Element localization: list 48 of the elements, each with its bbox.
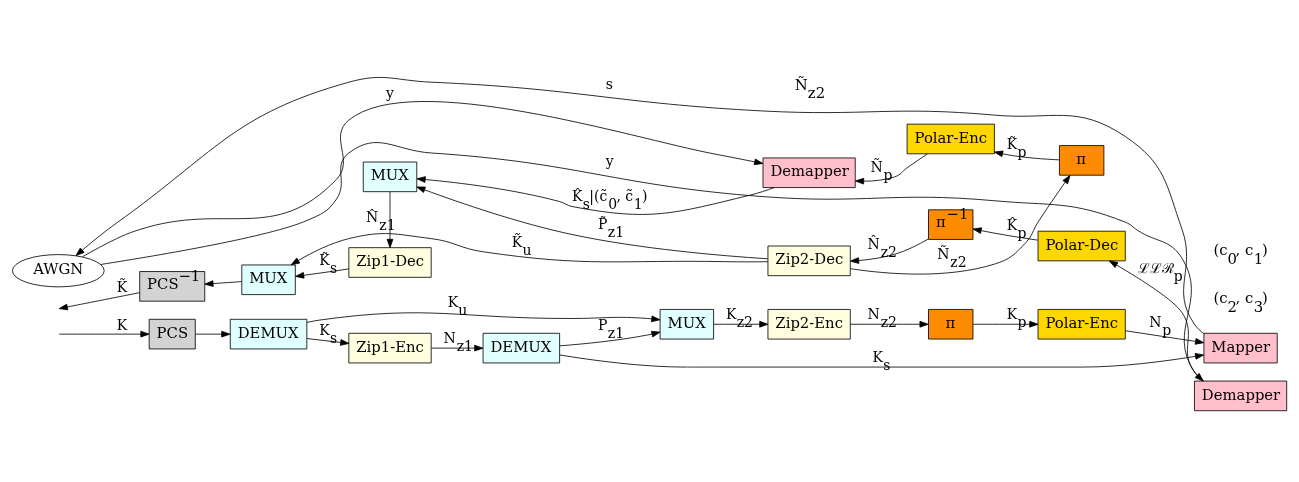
arrow	[850, 174, 1071, 275]
edge-label: K̃	[116, 278, 128, 295]
node-box: DEMUX	[229, 318, 308, 349]
node-box: Polar-Dec	[1037, 230, 1126, 261]
arrow	[1108, 259, 1205, 381]
arrow	[58, 330, 150, 337]
node-box: PCS	[148, 318, 196, 349]
arrow	[295, 268, 350, 279]
arrow	[416, 175, 775, 215]
node-box: Zip2-Enc	[767, 308, 851, 339]
arrow	[386, 191, 394, 248]
node-box: Polar-Enc	[906, 123, 995, 154]
arrow	[58, 291, 140, 310]
node-box: MUX	[241, 264, 296, 295]
edge-label: y	[605, 152, 614, 169]
arrow	[290, 232, 769, 265]
node-box: π	[928, 308, 974, 339]
arrow	[855, 153, 928, 184]
node-box: MUX	[659, 308, 714, 339]
arrow	[195, 330, 231, 337]
node-box: π	[1059, 144, 1105, 176]
node-box: Demapper	[762, 157, 856, 188]
node-box: DEMUX	[482, 332, 561, 363]
node-box: Zip1-Enc	[348, 332, 432, 363]
node-ellipse: AWGN	[12, 253, 105, 287]
arrow	[416, 186, 769, 259]
arrow	[994, 150, 1060, 160]
arrow	[559, 330, 661, 346]
arrow	[100, 141, 1204, 381]
arrow	[82, 100, 764, 257]
arrow	[850, 238, 929, 264]
edge-label: y	[385, 83, 394, 100]
edge-label: K	[116, 316, 128, 333]
edge-label: s	[605, 75, 613, 92]
arrow	[306, 337, 350, 346]
arrow	[306, 311, 661, 323]
arrow	[204, 279, 242, 287]
arrow	[431, 344, 484, 351]
node-box: Mapper	[1203, 332, 1278, 363]
node-box: Polar-Enc	[1037, 308, 1126, 339]
arrow	[1125, 329, 1205, 345]
arrow	[972, 226, 1039, 241]
arrow	[75, 76, 1205, 334]
node-box: MUX	[362, 161, 418, 192]
arrow	[559, 352, 1205, 367]
node-box: Zip1-Dec	[348, 246, 432, 278]
node-box: Zip2-Dec	[767, 245, 851, 276]
node-box: Demapper	[1194, 380, 1288, 411]
